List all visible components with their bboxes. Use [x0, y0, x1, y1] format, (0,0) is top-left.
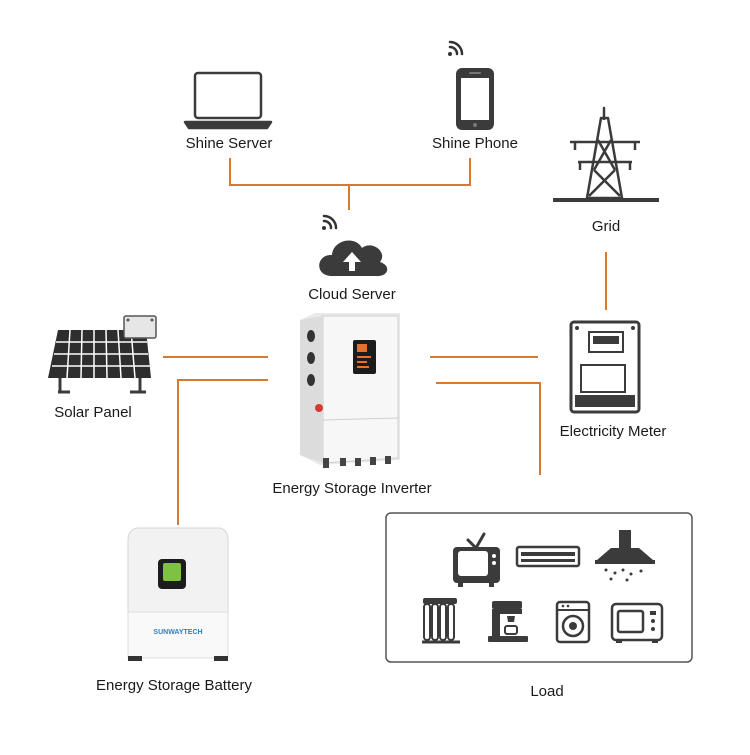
inverter-label: Energy Storage Inverter — [272, 480, 432, 497]
microwave-icon — [610, 602, 664, 643]
battery-label: Energy Storage Battery — [96, 677, 252, 694]
air-conditioner-icon — [515, 545, 581, 568]
connectors — [163, 158, 607, 525]
grid-label: Grid — [591, 218, 621, 235]
shine-server-label: Shine Server — [185, 135, 273, 152]
coffee-machine-icon — [488, 601, 528, 642]
shine-phone-label: Shine Phone — [432, 135, 518, 152]
range-hood-icon — [595, 530, 655, 582]
connector-battery — [177, 379, 268, 525]
inverter-icon — [300, 313, 400, 468]
wifi-icon — [322, 214, 338, 230]
load-box — [385, 512, 693, 663]
cloud-server-label: Cloud Server — [308, 286, 396, 303]
tv-icon — [453, 532, 500, 587]
phone-icon — [456, 68, 494, 130]
connector-load — [436, 382, 541, 475]
washing-machine-icon — [555, 600, 591, 644]
connector-shine — [229, 158, 471, 186]
laptop-icon — [183, 71, 273, 130]
solar-panel-icon — [48, 315, 157, 394]
electricity-meter-icon — [569, 320, 641, 414]
battery-brand: SUNWAYTECH — [153, 629, 202, 636]
oil-heater-icon — [422, 598, 460, 644]
solar-panel-label: Solar Panel — [54, 404, 132, 421]
electricity-meter-label: Electricity Meter — [559, 423, 667, 440]
battery-icon: SUNWAYTECH — [127, 527, 229, 661]
load-label: Load — [530, 683, 564, 700]
wifi-icon — [448, 40, 464, 56]
cloud-upload-icon — [319, 240, 388, 277]
transmission-tower-icon — [553, 106, 659, 202]
